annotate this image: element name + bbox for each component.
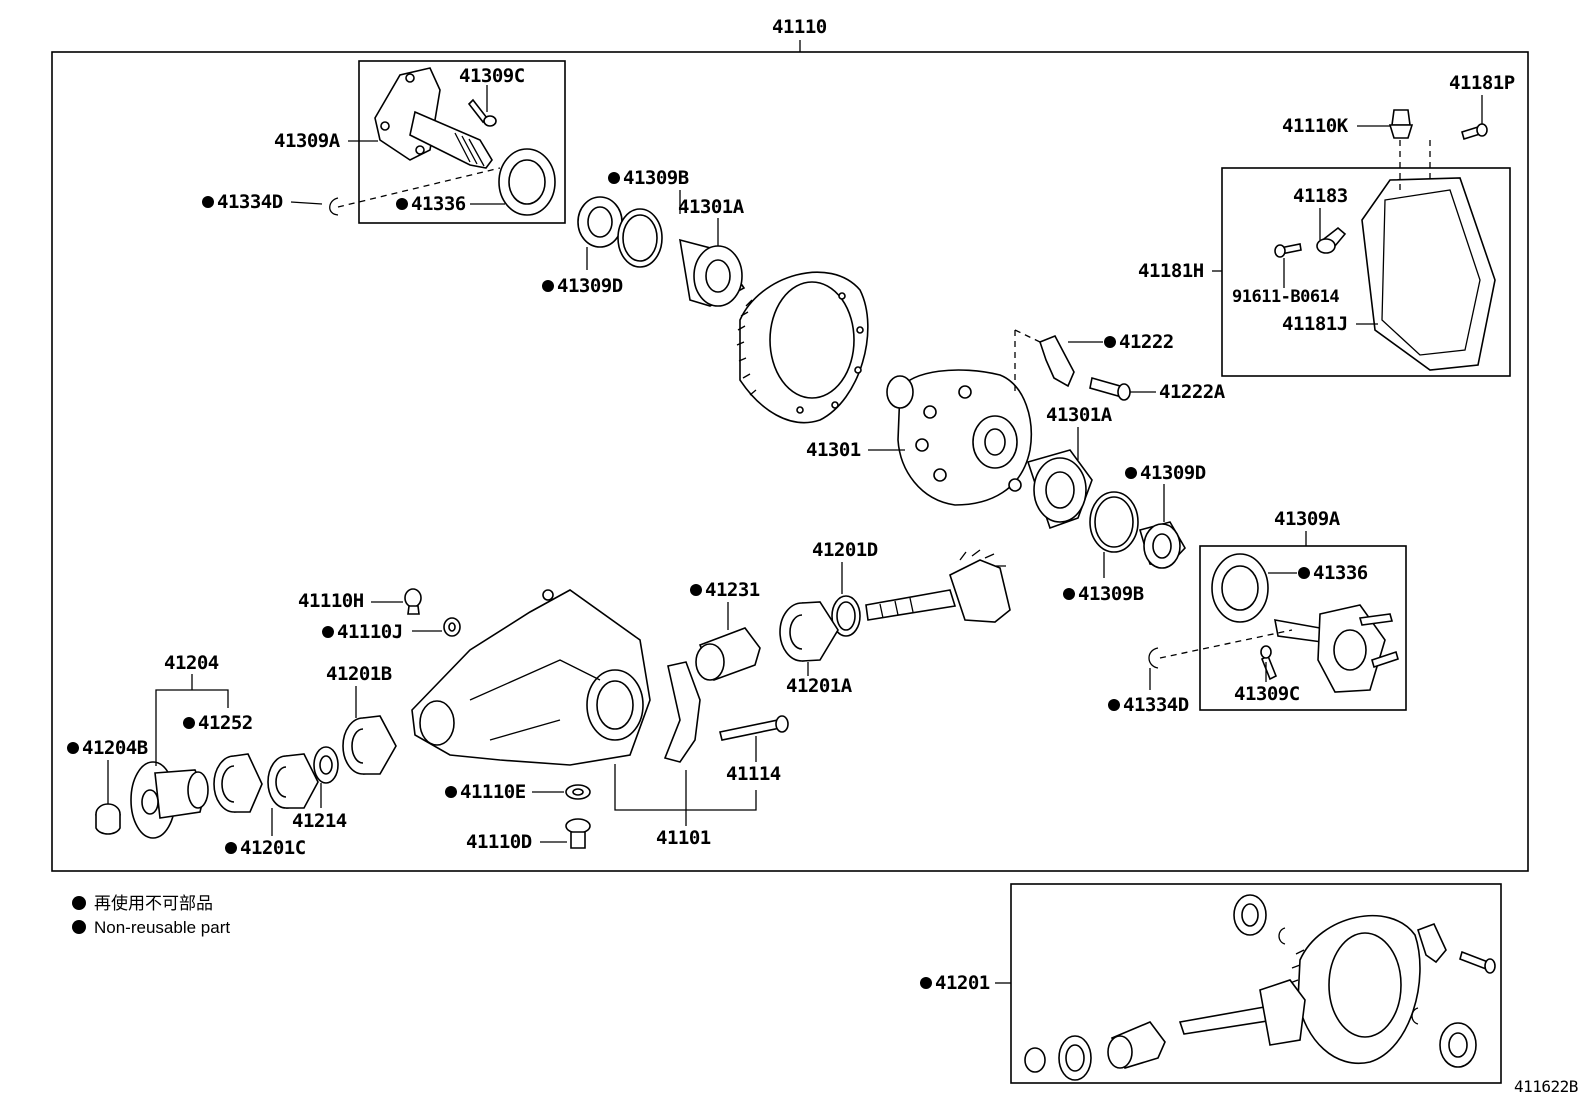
bolt-91611-icon [1274, 243, 1302, 258]
label-41309d-mid[interactable]: 41309D [1140, 462, 1206, 484]
bearing-cap-41101-icon [663, 661, 701, 763]
label-41334d[interactable]: 41334D [217, 191, 283, 213]
kit-right-bearing-icon [1439, 1022, 1477, 1068]
lock-plate-41222-icon [1039, 334, 1075, 388]
carrier-housing-41101-icon [411, 589, 651, 766]
breather-41110k-icon [1388, 109, 1414, 139]
spacer-41231-icon [695, 627, 761, 682]
differential-case-41301-icon [886, 369, 1032, 506]
label-41181p[interactable]: 41181P [1449, 72, 1515, 94]
label-41336-right[interactable]: 41336 [1313, 562, 1368, 584]
kit-pinion-icon [1178, 979, 1306, 1046]
shim-41309b-right-icon [1089, 491, 1139, 553]
oil-seal-41336-right-icon [1211, 553, 1269, 623]
bearing-41301a-icon [679, 238, 746, 307]
label-41201b[interactable]: 41201B [326, 663, 392, 685]
bolt-41181p-icon [1461, 123, 1488, 141]
label-41222[interactable]: 41222 [1119, 331, 1174, 353]
label-41204[interactable]: 41204 [164, 652, 219, 674]
label-41204b[interactable]: 41204B [82, 737, 148, 759]
label-41101[interactable]: 41101 [656, 827, 711, 849]
spacer-41309d-right-icon [1139, 521, 1186, 569]
bearing-41301a-right-icon [1026, 449, 1093, 530]
gasket-41110e-icon [565, 784, 591, 800]
label-41183[interactable]: 41183 [1293, 185, 1348, 207]
bolt-41222a-icon [1089, 376, 1131, 401]
label-41201d[interactable]: 41201D [812, 539, 878, 561]
label-41252[interactable]: 41252 [198, 712, 253, 734]
label-41201[interactable]: 41201 [935, 972, 990, 994]
bearing-41201b-icon [342, 715, 397, 775]
companion-flange-41204-icon [130, 761, 209, 839]
oil-seal-41336-icon [498, 148, 556, 216]
snap-ring-41334d-icon [329, 197, 339, 216]
label-41110j[interactable]: 41110J [337, 621, 403, 643]
label-41214[interactable]: 41214 [292, 810, 347, 832]
label-41301a-top[interactable]: 41301A [678, 196, 745, 218]
kit-top-bearing-icon [1233, 894, 1267, 936]
label-91611-b0614[interactable]: 91611-B0614 [1232, 287, 1340, 307]
side-gear-shaft-icon [374, 67, 493, 169]
kit-ring-gear-icon [1289, 914, 1421, 1065]
kit-bolt-icon [1459, 950, 1496, 974]
shim-41309b-icon [617, 208, 663, 268]
spacer-41214-icon [313, 746, 339, 784]
label-41201c[interactable]: 41201C [240, 837, 306, 859]
label-41309c-right[interactable]: 41309C [1234, 683, 1300, 705]
label-41336[interactable]: 41336 [411, 193, 466, 215]
label-41110h[interactable]: 41110H [298, 590, 364, 612]
label-41181j[interactable]: 41181J [1282, 313, 1348, 335]
label-41222a[interactable]: 41222A [1159, 381, 1226, 403]
drive-pinion-icon [865, 549, 1011, 623]
label-41301a-mid[interactable]: 41301A [1046, 404, 1113, 426]
label-41309a[interactable]: 41309A [274, 130, 341, 152]
plug-41110h-icon [404, 588, 422, 615]
kit-spacer-icon [1107, 1021, 1166, 1069]
label-41110e[interactable]: 41110E [460, 781, 526, 803]
ring-gear-icon [736, 271, 869, 424]
legend-en: Non-reusable part [94, 918, 230, 937]
oil-seal-41252-icon [213, 753, 263, 813]
bolt-41309c-icon [467, 98, 497, 127]
label-41309a-right[interactable]: 41309A [1274, 508, 1341, 530]
plug-41110d-icon [565, 818, 591, 849]
legend-jp: 再使用不可部品 [94, 893, 213, 913]
figure-code: 411622B [1514, 1077, 1578, 1096]
kit-snap-ring-icon [1278, 927, 1419, 1025]
spacer-41309d-icon [577, 196, 623, 248]
kit-bearing-icon [1058, 1035, 1092, 1081]
bolt-41309c-right-icon [1260, 645, 1278, 681]
plug-41183-icon [1316, 226, 1347, 254]
label-41334d-right[interactable]: 41334D [1123, 694, 1189, 716]
subassembly-box-41309a-top [358, 60, 566, 224]
gasket-41110j-icon [443, 617, 461, 637]
bolt-41114-icon [719, 715, 789, 741]
label-41201a[interactable]: 41201A [786, 675, 853, 697]
subassembly-box-41181h [1221, 167, 1511, 377]
label-41231[interactable]: 41231 [705, 579, 760, 601]
bearing-41201c-icon [267, 753, 319, 809]
main-assembly-frame [51, 51, 1529, 872]
label-41309d-top[interactable]: 41309D [557, 275, 623, 297]
washer-41201d-icon [831, 595, 861, 637]
subassembly-box-41309a-right [1199, 545, 1407, 711]
label-41309b-mid[interactable]: 41309B [1078, 583, 1144, 605]
side-gear-shaft-right-icon [1274, 604, 1399, 693]
label-41309c[interactable]: 41309C [459, 65, 525, 87]
label-41110d[interactable]: 41110D [466, 831, 532, 853]
carrier-cover-41181j-icon [1361, 177, 1496, 371]
bearing-41201a-icon [779, 601, 839, 662]
label-41110k[interactable]: 41110K [1282, 115, 1349, 137]
label-41309b-top[interactable]: 41309B [623, 167, 689, 189]
label-41301[interactable]: 41301 [806, 439, 861, 461]
kit-nut-icon [1024, 1047, 1046, 1073]
kit-lock-plate-icon [1417, 922, 1447, 964]
snap-ring-41334d-right-icon [1148, 647, 1159, 669]
label-41181h[interactable]: 41181H [1138, 260, 1204, 282]
label-41110[interactable]: 41110 [772, 16, 827, 38]
label-41114[interactable]: 41114 [726, 763, 781, 785]
nut-41204b-icon [95, 803, 121, 835]
